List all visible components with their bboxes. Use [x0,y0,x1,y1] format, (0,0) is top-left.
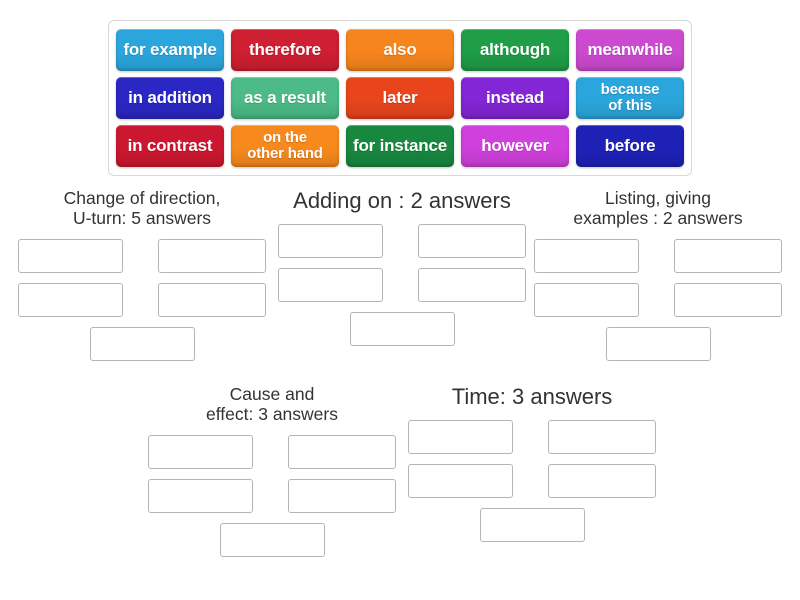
answer-drop-slot[interactable] [534,238,639,273]
answer-drop-slot[interactable] [548,463,656,498]
answer-slot-grid [18,238,266,361]
word-tile[interactable]: meanwhile [576,29,684,71]
word-tile[interactable]: later [346,77,454,119]
word-tile[interactable]: therefore [231,29,339,71]
answer-drop-slot[interactable] [158,282,266,317]
answer-drop-slot[interactable] [674,282,782,317]
answer-drop-slot[interactable] [278,267,383,302]
answer-drop-slot[interactable] [534,282,639,317]
word-tile[interactable]: in addition [116,77,224,119]
answer-drop-slot[interactable] [148,478,253,513]
answer-slot-row-last [18,326,266,361]
answer-drop-slot[interactable] [418,267,526,302]
answer-drop-slot[interactable] [479,507,585,542]
word-tile[interactable]: instead [461,77,569,119]
category-title: Adding on : 2 answers [293,188,511,213]
answer-slot-grid [148,434,396,557]
category-group-time: Time: 3 answers [408,384,656,542]
answer-drop-slot[interactable] [89,326,195,361]
answer-drop-slot[interactable] [548,419,656,454]
answer-drop-slot[interactable] [288,434,396,469]
answer-drop-slot[interactable] [148,434,253,469]
answer-drop-slot[interactable] [158,238,266,273]
word-tile[interactable]: also [346,29,454,71]
answer-drop-slot[interactable] [278,223,383,258]
answer-drop-slot[interactable] [18,238,123,273]
category-title: Change of direction,U-turn: 5 answers [63,188,221,229]
answer-slot-grid [408,419,656,542]
word-tile[interactable]: for instance [346,125,454,167]
word-tile[interactable]: however [461,125,569,167]
category-title: Time: 3 answers [451,384,613,409]
answer-slot-grid [534,238,782,361]
answer-drop-slot[interactable] [418,223,526,258]
answer-drop-slot[interactable] [408,419,513,454]
answer-drop-slot[interactable] [219,522,325,557]
category-group-adding-on: Adding on : 2 answers [278,188,526,346]
answer-slot-row-last [148,522,396,557]
answer-drop-slot[interactable] [605,326,711,361]
answer-drop-slot[interactable] [674,238,782,273]
answer-drop-slot[interactable] [349,311,455,346]
answer-drop-slot[interactable] [408,463,513,498]
answer-slot-row-last [534,326,782,361]
word-tile[interactable]: in contrast [116,125,224,167]
answer-slot-row-last [408,507,656,542]
answer-slot-grid [278,223,526,346]
word-tile[interactable]: for example [116,29,224,71]
answer-drop-slot[interactable] [288,478,396,513]
word-tile[interactable]: although [461,29,569,71]
word-tile[interactable]: as a result [231,77,339,119]
answer-drop-slot[interactable] [18,282,123,317]
category-group-change-of-direction: Change of direction,U-turn: 5 answers [18,188,266,361]
word-tile[interactable]: before [576,125,684,167]
answer-slot-row-last [278,311,526,346]
